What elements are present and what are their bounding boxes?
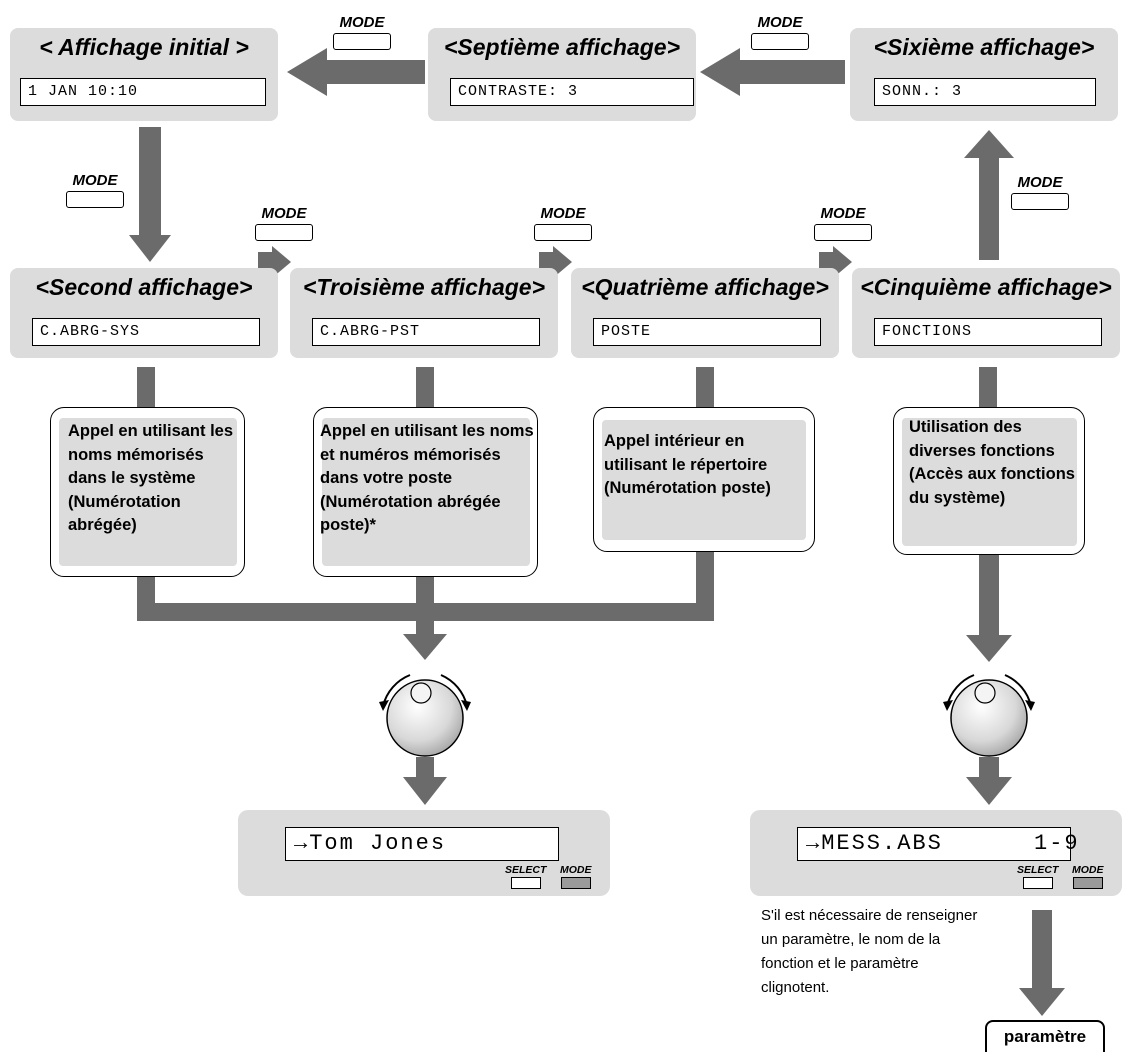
mode-key-initial-to-second[interactable]: MODE xyxy=(65,172,125,208)
panel-title: < Affichage initial > xyxy=(39,34,249,60)
mode-key-label: MODE xyxy=(1072,864,1104,876)
result-lcd: →Tom Jones xyxy=(285,827,559,861)
mode-key-label: MODE xyxy=(757,14,803,31)
select-key-label: SELECT xyxy=(1017,864,1059,876)
lcd-display: POSTE xyxy=(593,318,821,346)
panel-sixth-display: <Sixième affichage> SONN.: 3 xyxy=(850,28,1118,121)
panel-third-display: <Troisième affichage> C.ABRG-PST xyxy=(290,268,558,358)
select-button-icon xyxy=(510,877,541,889)
mode-button-icon xyxy=(66,191,124,208)
mode-button-icon xyxy=(1072,877,1103,889)
parameter-note: S'il est nécessaire de renseigner un par… xyxy=(761,907,978,996)
panel-title: <Quatrième affichage> xyxy=(581,274,829,300)
stem-fourth xyxy=(696,367,714,407)
mode-key-sixth-to-seventh[interactable]: MODE xyxy=(750,14,810,50)
mode-key-second-to-third[interactable]: MODE xyxy=(254,205,314,241)
description-text: Utilisation des diverses fonctions (Accè… xyxy=(909,418,1075,507)
mode-button-icon xyxy=(255,224,313,241)
mode-key[interactable]: MODE xyxy=(1072,864,1104,889)
lcd-display: 1 JAN 10:10 xyxy=(20,78,266,106)
description-text: Appel en utilisant les noms mémorisés da… xyxy=(68,422,234,534)
arrow-right-knob-to-result xyxy=(966,757,1012,805)
panel-title: <Sixième affichage> xyxy=(873,34,1095,60)
result-display-left: →Tom Jones SELECT MODE xyxy=(238,810,610,896)
mode-button-icon xyxy=(1011,193,1069,210)
result-display-right: →MESS.ABS 1-9 SELECT MODE xyxy=(750,810,1122,896)
panel-initial-display: < Affichage initial > 1 JAN 10:10 xyxy=(10,28,278,121)
arrow-fifth-to-sixth xyxy=(964,130,1014,260)
mode-key-label: MODE xyxy=(560,864,592,876)
lcd-display: C.ABRG-PST xyxy=(312,318,540,346)
select-key[interactable]: SELECT xyxy=(505,864,546,889)
select-key[interactable]: SELECT xyxy=(1017,864,1058,889)
arrow-to-left-knob xyxy=(403,603,447,660)
mode-key-label: MODE xyxy=(261,205,307,222)
jog-dial-left[interactable] xyxy=(379,674,471,757)
mode-button-icon xyxy=(560,877,591,889)
panel-title: <Septième affichage> xyxy=(443,34,681,60)
mode-key-label: MODE xyxy=(72,172,118,189)
description-fourth: Appel intérieur en utilisant le répertoi… xyxy=(593,407,815,552)
mode-key-fourth-to-fifth[interactable]: MODE xyxy=(813,205,873,241)
panel-second-display: <Second affichage> C.ABRG-SYS xyxy=(10,268,278,358)
mode-key-label: MODE xyxy=(540,205,586,222)
mode-key-label: MODE xyxy=(820,205,866,222)
arrow-seventh-to-initial xyxy=(287,48,425,96)
stem-fifth xyxy=(979,367,997,407)
stem-third xyxy=(416,367,434,407)
stem-second xyxy=(137,367,155,407)
lcd-display: FONCTIONS xyxy=(874,318,1102,346)
result-lcd: →MESS.ABS 1-9 xyxy=(797,827,1078,861)
lcd-display: CONTRASTE: 3 xyxy=(450,78,694,106)
description-third: Appel en utilisant les noms et numéros m… xyxy=(313,407,538,577)
arrow-to-right-knob xyxy=(966,553,1012,662)
panel-seventh-display: <Septième affichage> CONTRASTE: 3 xyxy=(428,28,696,121)
select-key-label: SELECT xyxy=(505,864,547,876)
arrow-result-to-param xyxy=(1019,910,1065,1016)
mode-key-third-to-fourth[interactable]: MODE xyxy=(533,205,593,241)
panel-title: <Cinquième affichage> xyxy=(860,274,1112,300)
panel-title: <Second affichage> xyxy=(35,274,253,300)
mode-key[interactable]: MODE xyxy=(560,864,592,889)
panel-fifth-display: <Cinquième affichage> FONCTIONS xyxy=(852,268,1120,358)
jog-dial-right[interactable] xyxy=(943,674,1035,757)
panel-fourth-display: <Quatrième affichage> POSTE xyxy=(571,268,839,358)
arrow-left-knob-to-result xyxy=(403,757,447,805)
description-second: Appel en utilisant les noms mémorisés da… xyxy=(50,407,245,577)
mode-button-icon xyxy=(534,224,592,241)
mode-key-fifth-to-sixth[interactable]: MODE xyxy=(1010,174,1070,210)
arrow-sixth-to-seventh xyxy=(700,48,845,96)
mode-button-icon xyxy=(333,33,391,50)
description-fifth: Utilisation des diverses fonctions (Accè… xyxy=(893,407,1085,555)
description-text: Appel intérieur en utilisant le répertoi… xyxy=(604,432,771,497)
mode-key-label: MODE xyxy=(1017,174,1063,191)
arrow-initial-to-second xyxy=(129,127,171,262)
lcd-display: SONN.: 3 xyxy=(874,78,1096,106)
lcd-display: C.ABRG-SYS xyxy=(32,318,260,346)
select-button-icon xyxy=(1022,877,1053,889)
mode-button-icon xyxy=(814,224,872,241)
stem-fourth-low xyxy=(696,550,714,620)
mode-button-icon xyxy=(751,33,809,50)
mode-key-label: MODE xyxy=(339,14,385,31)
parameter-box: paramètre xyxy=(985,1020,1105,1052)
description-text: Appel en utilisant les noms et numéros m… xyxy=(320,422,534,534)
panel-title: <Troisième affichage> xyxy=(302,274,546,300)
mode-key-seventh-to-initial[interactable]: MODE xyxy=(332,14,392,50)
